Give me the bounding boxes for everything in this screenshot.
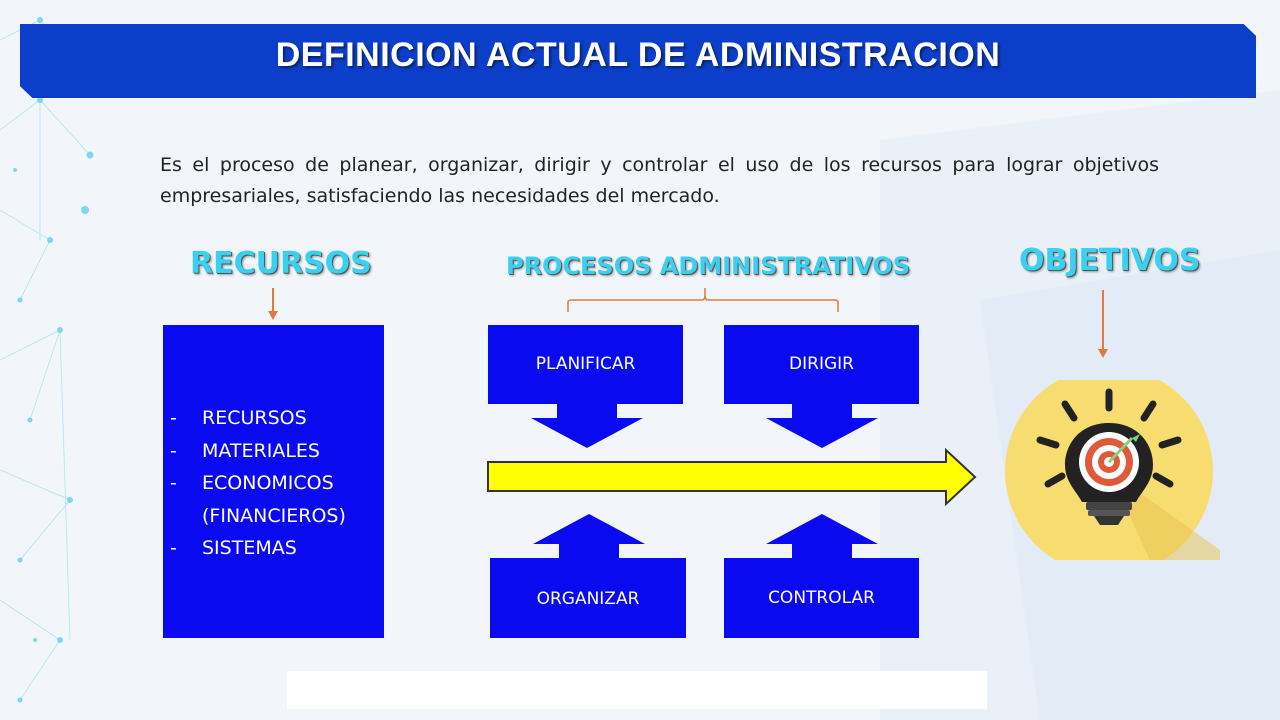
controlar-box [724,514,919,638]
flow-arrow [487,447,977,507]
controlar-label: CONTROLAR [768,588,875,608]
heading-recursos: RECURSOS [190,246,372,281]
planificar-label: PLANIFICAR [535,354,636,374]
procesos-bracket [567,288,839,312]
organizar-label: ORGANIZAR [536,589,640,609]
recursos-down-arrow [268,288,278,320]
list-item: -RECURSOS [170,407,307,429]
title-banner [20,24,1256,98]
lightbulb-target-icon [1005,380,1220,560]
list-item: -ECONOMICOS(FINANCIEROS) [170,472,346,527]
list-item: -SISTEMAS [170,537,297,559]
footer-strip [287,671,987,709]
heading-procesos: PROCESOS ADMINISTRATIVOS [505,252,911,280]
list-item: -MATERIALES [170,439,320,462]
heading-objetivos: OBJETIVOS [1019,243,1201,278]
organizar-box [490,514,686,638]
dirigir-box [724,325,919,448]
resources-box [163,325,384,638]
objetivos-down-arrow [1098,290,1108,358]
page-title: DEFINICION ACTUAL DE ADMINISTRACION [275,36,1001,74]
dirigir-label: DIRIGIR [789,354,854,374]
planificar-box [488,325,683,448]
resources-list: -RECURSOS -MATERIALES -ECONOMICOS(FINANC… [170,402,384,565]
definition-paragraph: Es el proceso de planear, organizar, dir… [160,154,1159,207]
